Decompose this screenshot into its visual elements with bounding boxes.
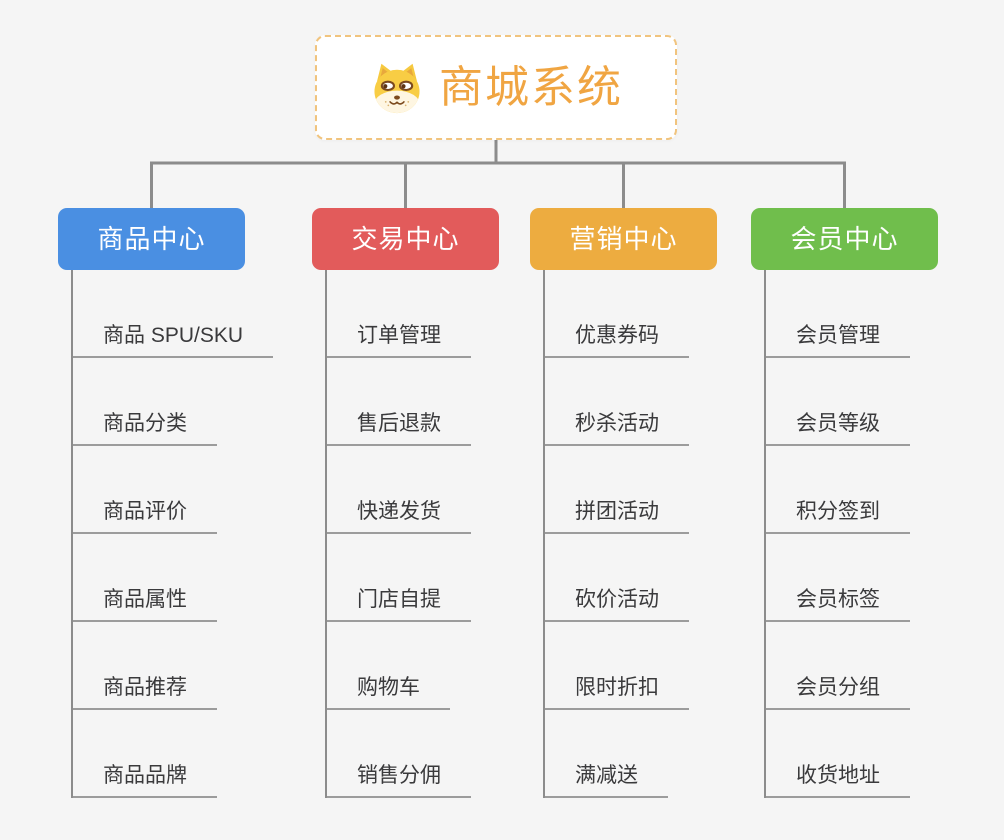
leaf-node: 会员标签 xyxy=(766,534,938,622)
leaf-label[interactable]: 快递发货 xyxy=(327,499,471,534)
leaf-node: 满减送 xyxy=(545,710,717,798)
leaf-node: 订单管理 xyxy=(327,270,499,358)
leaf-node: 商品评价 xyxy=(73,446,245,534)
branch-node[interactable]: 会员中心 xyxy=(751,208,938,270)
branch-column: 交易中心 订单管理 售后退款 快递发货 门店自提 购物车 销售分佣 xyxy=(312,208,499,798)
root-node[interactable]: 商城系统 xyxy=(315,35,677,140)
leaf-node: 积分签到 xyxy=(766,446,938,534)
leaf-label[interactable]: 销售分佣 xyxy=(327,763,471,798)
branch-children: 订单管理 售后退款 快递发货 门店自提 购物车 销售分佣 xyxy=(325,270,499,798)
branch-rail-line xyxy=(150,161,846,208)
leaf-label[interactable]: 商品分类 xyxy=(73,411,217,446)
leaf-label[interactable]: 门店自提 xyxy=(327,587,471,622)
leaf-node: 商品推荐 xyxy=(73,622,245,710)
leaf-label[interactable]: 商品 SPU/SKU xyxy=(73,323,274,358)
branch-column: 营销中心 优惠券码 秒杀活动 拼团活动 砍价活动 限时折扣 满减送 xyxy=(530,208,717,798)
leaf-node: 商品 SPU/SKU xyxy=(73,270,274,358)
branch-node[interactable]: 交易中心 xyxy=(312,208,499,270)
leaf-node: 销售分佣 xyxy=(327,710,499,798)
leaf-node: 快递发货 xyxy=(327,446,499,534)
branch-node[interactable]: 商品中心 xyxy=(58,208,245,270)
leaf-label[interactable]: 秒杀活动 xyxy=(545,411,689,446)
leaf-node: 售后退款 xyxy=(327,358,499,446)
leaf-label[interactable]: 会员等级 xyxy=(766,411,910,446)
leaf-node: 秒杀活动 xyxy=(545,358,717,446)
leaf-label[interactable]: 会员分组 xyxy=(766,675,910,710)
branch-label: 营销中心 xyxy=(569,224,678,254)
branch-label: 交易中心 xyxy=(351,224,460,254)
leaf-node: 限时折扣 xyxy=(545,622,717,710)
leaf-node: 砍价活动 xyxy=(545,534,717,622)
root-title: 商城系统 xyxy=(439,62,623,112)
leaf-label[interactable]: 订单管理 xyxy=(327,323,471,358)
leaf-label[interactable]: 会员管理 xyxy=(766,323,910,358)
branch-label: 商品中心 xyxy=(97,224,206,254)
leaf-node: 商品分类 xyxy=(73,358,245,446)
leaf-node: 拼团活动 xyxy=(545,446,717,534)
leaf-node: 会员管理 xyxy=(766,270,938,358)
leaf-node: 门店自提 xyxy=(327,534,499,622)
leaf-label[interactable]: 售后退款 xyxy=(327,411,471,446)
leaf-label[interactable]: 优惠券码 xyxy=(545,323,689,358)
leaf-label[interactable]: 商品品牌 xyxy=(73,763,217,798)
branch-label: 会员中心 xyxy=(790,224,899,254)
leaf-node: 会员分组 xyxy=(766,622,938,710)
leaf-label[interactable]: 砍价活动 xyxy=(545,587,689,622)
leaf-node: 购物车 xyxy=(327,622,499,710)
leaf-label[interactable]: 商品推荐 xyxy=(73,675,217,710)
leaf-label[interactable]: 拼团活动 xyxy=(545,499,689,534)
branch-children: 优惠券码 秒杀活动 拼团活动 砍价活动 限时折扣 满减送 xyxy=(543,270,717,798)
dog-face-icon xyxy=(369,62,425,114)
branch-column: 会员中心 会员管理 会员等级 积分签到 会员标签 会员分组 收货地址 xyxy=(751,208,938,798)
leaf-node: 商品属性 xyxy=(73,534,245,622)
leaf-label[interactable]: 商品属性 xyxy=(73,587,217,622)
leaf-label[interactable]: 商品评价 xyxy=(73,499,217,534)
leaf-label[interactable]: 收货地址 xyxy=(766,763,910,798)
leaf-label[interactable]: 积分签到 xyxy=(766,499,910,534)
leaf-node: 收货地址 xyxy=(766,710,938,798)
leaf-node: 会员等级 xyxy=(766,358,938,446)
leaf-node: 商品品牌 xyxy=(73,710,245,798)
branch-children: 商品 SPU/SKU 商品分类 商品评价 商品属性 商品推荐 商品品牌 xyxy=(71,270,274,798)
leaf-label[interactable]: 满减送 xyxy=(545,763,668,798)
branch-children: 会员管理 会员等级 积分签到 会员标签 会员分组 收货地址 xyxy=(764,270,938,798)
leaf-label[interactable]: 购物车 xyxy=(327,675,450,710)
branch-column: 商品中心 商品 SPU/SKU 商品分类 商品评价 商品属性 商品推荐 商品品牌 xyxy=(58,208,274,798)
leaf-label[interactable]: 会员标签 xyxy=(766,587,910,622)
leaf-node: 优惠券码 xyxy=(545,270,717,358)
branch-node[interactable]: 营销中心 xyxy=(530,208,717,270)
leaf-label[interactable]: 限时折扣 xyxy=(545,675,689,710)
